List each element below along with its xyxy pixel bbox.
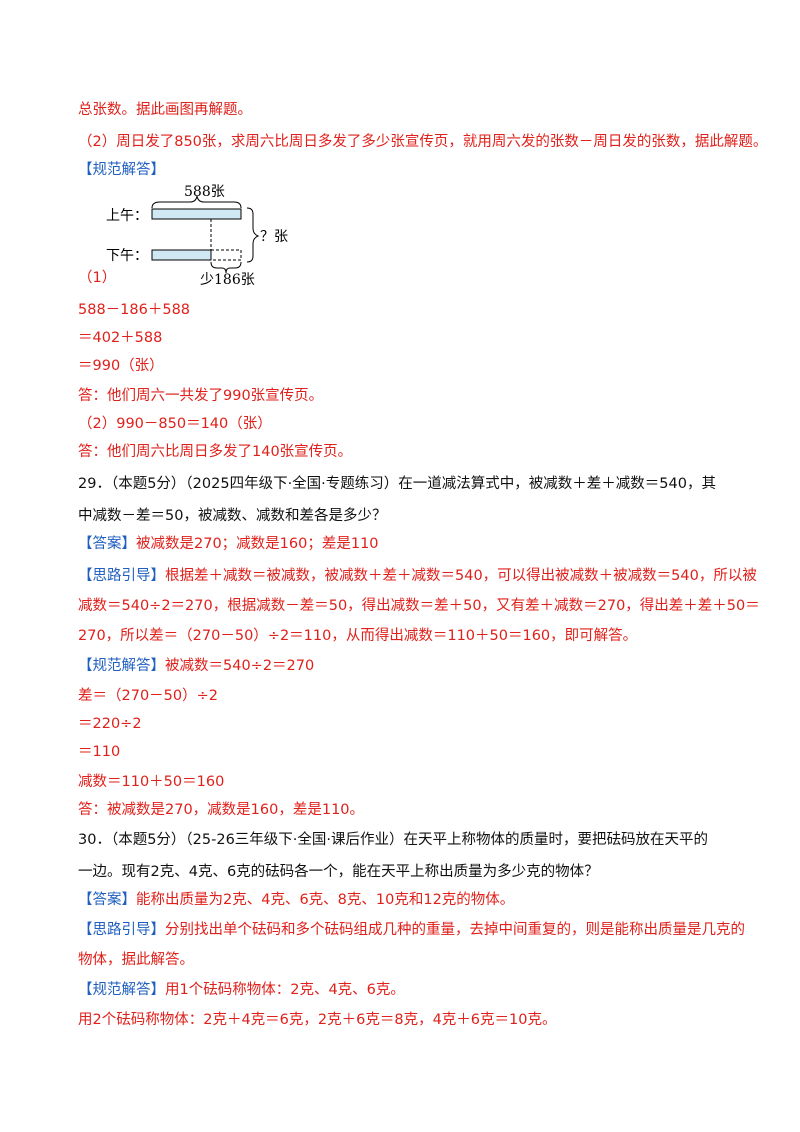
solution-text: 被减数＝540÷2＝270 xyxy=(165,658,315,674)
text-line: 588－186＋588 xyxy=(78,302,191,318)
answer-29: 【答案】被减数是270；减数是160；差是110 xyxy=(78,534,379,554)
thinking-text: 根据差＋减数＝被减数，被减数＋差＋减数＝540，可以得出被减数＋被减数＝540，… xyxy=(165,568,757,584)
answer-30: 【答案】能称出质量为2克、4克、6克、8克、10克和12克的物体。 xyxy=(78,890,514,910)
bar-morning xyxy=(151,208,242,220)
diagram-row2-label: 下午： xyxy=(106,248,148,264)
answer-tag: 【答案】 xyxy=(78,536,136,552)
diagram-bottom-label: 少186张 xyxy=(200,272,255,288)
text-line: 总张数。据此画图再解题。 xyxy=(78,102,252,118)
text-line: （2）990－850＝140（张） xyxy=(78,416,272,432)
thinking-29: 【思路引导】根据差＋减数＝被减数，被减数＋差＋减数＝540，可以得出被减数＋被减… xyxy=(78,566,757,586)
text-line: ＝110 xyxy=(78,744,121,760)
question-29-cont: 中减数－差＝50，被减数、减数和差各是多少？ xyxy=(78,508,387,524)
diagram-row1-label: 上午： xyxy=(106,208,148,224)
answer-tag: 【答案】 xyxy=(78,892,136,908)
text-line: ＝990（张） xyxy=(78,358,164,374)
answer-text: 被减数是270；减数是160；差是110 xyxy=(136,536,379,552)
thinking-tag: 【思路引导】 xyxy=(78,568,165,584)
text-line: ＝220÷2 xyxy=(78,716,142,732)
solution-tag: 【规范解答】 xyxy=(78,658,165,674)
solution-text: 用1个砝码称物体：2克、4克、6克。 xyxy=(165,982,405,998)
text-line: 物体，据此解答。 xyxy=(78,952,194,968)
text-line: ＝402＋588 xyxy=(78,330,163,346)
text-line: 答：他们周六比周日多发了140张宣传页。 xyxy=(78,444,353,460)
text-line: 答：他们周六一共发了990张宣传页。 xyxy=(78,388,324,404)
bar-afternoon xyxy=(151,249,212,261)
text-line: （2）周日发了850张，求周六比周日多发了多少张宣传页，就用周六发的张数－周日发… xyxy=(78,134,768,150)
thinking-30: 【思路引导】分别找出单个砝码和多个砝码组成几种的重量，去掉中间重复的，则是能称出… xyxy=(78,920,745,940)
section-tag: 【规范解答】 xyxy=(78,162,165,178)
text-line: 270，所以差＝（270－50）÷2＝110，从而得出减数＝110＋50＝160… xyxy=(78,628,638,644)
question-29: 29．（本题5分）（2025四年级下·全国·专题练习）在一道减法算式中，被减数＋… xyxy=(78,476,716,492)
thinking-text: 分别找出单个砝码和多个砝码组成几种的重量，去掉中间重复的，则是能称出质量是几克的 xyxy=(165,922,745,938)
solution-30: 【规范解答】用1个砝码称物体：2克、4克、6克。 xyxy=(78,980,405,1000)
answer-text: 能称出质量为2克、4克、6克、8克、10克和12克的物体。 xyxy=(136,892,515,908)
bar-afternoon-missing xyxy=(210,249,242,261)
solution-tag: 【规范解答】 xyxy=(78,982,165,998)
text-line: （1） xyxy=(78,270,117,286)
diagram-right-label: ？张 xyxy=(260,229,288,245)
question-30-cont: 一边。现有2克、4克、6克的砝码各一个，能在天平上称出质量为多少克的物体？ xyxy=(78,864,599,880)
diagram-top-label: 588张 xyxy=(184,184,225,200)
text-line: 减数＝540÷2＝270，根据减数－差＝50，得出减数＝差＋50，又有差＋减数＝… xyxy=(78,598,760,614)
text-line: 差＝（270－50）÷2 xyxy=(78,688,219,704)
bar-diagram: 588张 上午： 下午： ？张 少186张 xyxy=(106,184,288,288)
solution-29: 【规范解答】被减数＝540÷2＝270 xyxy=(78,656,314,676)
thinking-tag: 【思路引导】 xyxy=(78,922,165,938)
question-30: 30．（本题5分）（25-26三年级下·全国·课后作业）在天平上称物体的质量时，… xyxy=(78,832,709,848)
text-line: 用2个砝码称物体：2克＋4克＝6克，2克＋6克＝8克，4克＋6克＝10克。 xyxy=(78,1012,557,1028)
text-line: 答：被减数是270，减数是160，差是110。 xyxy=(78,802,365,818)
text-line: 减数＝110＋50＝160 xyxy=(78,774,225,790)
